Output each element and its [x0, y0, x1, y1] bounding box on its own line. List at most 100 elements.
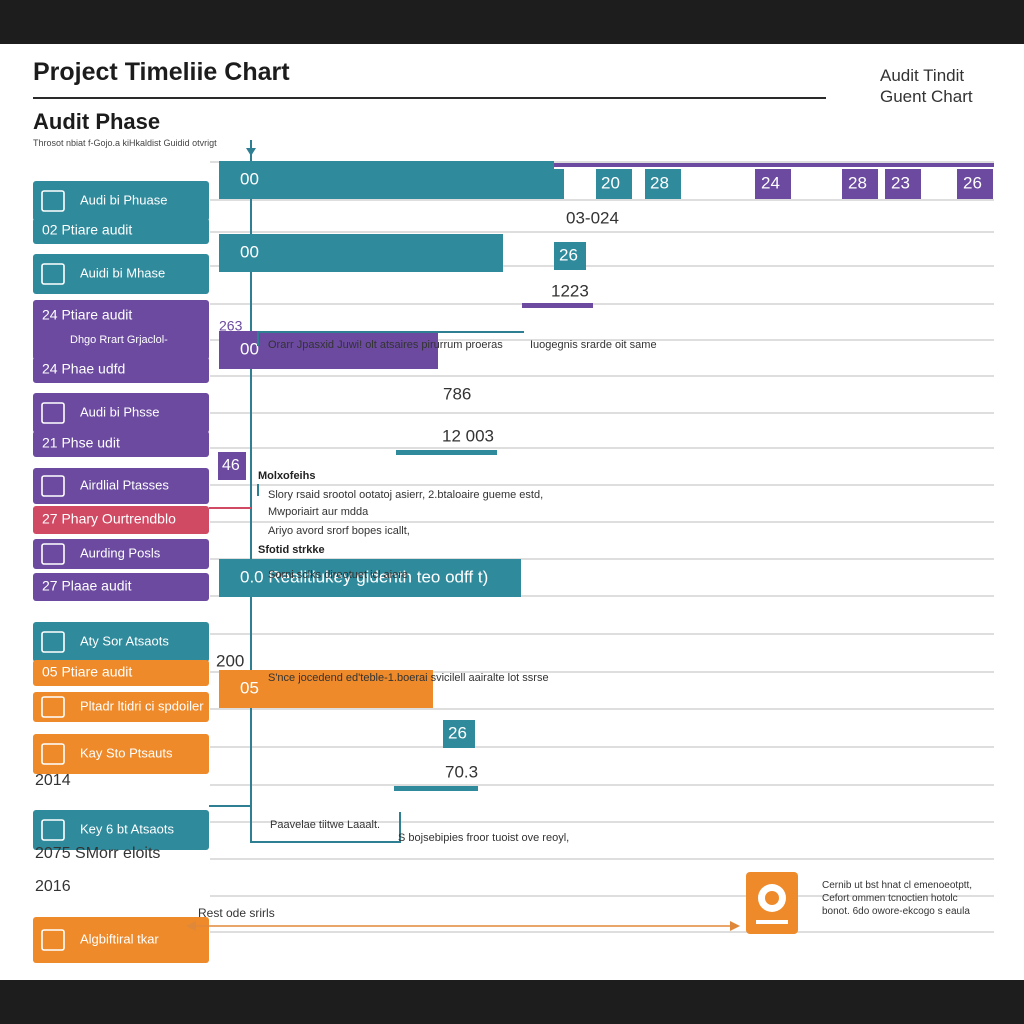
row-label-2: Auidi bi Mhase	[80, 265, 165, 280]
purple-marker-1	[842, 169, 878, 199]
corner-title-line-2: Guent Chart	[880, 87, 973, 106]
teal-badge-0	[554, 242, 586, 270]
row-label-box-14	[33, 734, 209, 774]
row-label-12: 05 Ptiare audit	[42, 664, 132, 680]
row-label-3: 24 Ptiare audit	[42, 307, 132, 323]
bracket-0	[257, 331, 524, 346]
value-label-1: 1223	[551, 281, 589, 300]
bar-3	[219, 559, 521, 597]
sample-note: Orarr Jpasxid Juwi! olt atsaires pirurru…	[268, 339, 503, 351]
bar-label-3: 0.0 Realitlukey gidenth teo odff t)	[240, 567, 488, 586]
row-label-box-19	[33, 917, 209, 963]
title-rule	[33, 97, 826, 99]
row-label-19: Algbiftiral tkar	[80, 931, 159, 946]
value-label-4: 200	[216, 651, 244, 670]
row-label-13: Pltadr ltidri ci spdoiler	[80, 698, 204, 713]
row-label-15: 2014	[35, 772, 71, 789]
bracket-2	[250, 812, 401, 843]
row-label-9: Aurding Posls	[80, 545, 161, 560]
row-label-10: 27 Plaae audit	[42, 578, 132, 594]
teal-marker-label-1: 20	[601, 173, 620, 192]
clipboard-icon	[41, 263, 65, 285]
teal-marker-label-2: 28	[650, 173, 669, 192]
shield-icon	[41, 543, 65, 565]
row-label-box-12	[33, 660, 209, 686]
row-label-box-3	[33, 300, 209, 360]
connector-arrow-top	[246, 148, 256, 156]
bar-1	[219, 234, 503, 272]
row-label-box-9	[33, 539, 209, 569]
value-label-2: 786	[443, 384, 471, 403]
pencil-icon	[41, 190, 65, 212]
purple-marker-label-0: 24	[761, 173, 780, 192]
bottom-arrow-right	[730, 921, 740, 931]
image-icon	[41, 631, 65, 653]
row-label-8: 27 Phary Ourtrendblo	[42, 511, 176, 527]
bar-2	[219, 331, 438, 369]
section-heading-2: Sfotid strkke	[258, 544, 325, 556]
purple-badge-46-label: 46	[222, 457, 240, 474]
duration-bar-2	[394, 786, 478, 791]
person-icon	[41, 696, 65, 718]
row-label-7: Airdlial Ptasses	[80, 477, 169, 492]
monitor-icon	[41, 475, 65, 497]
teal-marker-1	[596, 169, 632, 199]
row-label-5: Audi bi Phsse	[80, 404, 160, 419]
row-label-box-13	[33, 692, 209, 722]
teal-badge-1	[443, 720, 475, 748]
row-label-4: 24 Phae udfd	[42, 361, 125, 377]
row-label-box-7	[33, 468, 209, 504]
purple-track	[554, 163, 994, 167]
detail-note-1: Slory rsaid srootol ootatoj asierr, 2.bt…	[268, 489, 544, 501]
row-label-1: 02 Ptiare audit	[42, 222, 132, 238]
bar-0	[219, 161, 554, 199]
legend-note-line-3: bonot. 6do owore-ekcogo s eaula	[822, 906, 970, 917]
teal-marker-0	[552, 169, 564, 199]
chart-title: Project Timeliie Chart	[33, 58, 290, 86]
purple-marker-label-2: 23	[891, 173, 910, 192]
envelope-icon	[41, 819, 65, 841]
teal-badge-label-1: 26	[448, 723, 467, 742]
box-note-right: S bojsebipies froor tuoist ove reoyl,	[398, 832, 570, 844]
orange-phase-note: S'nce jocedend ed'teble-1.boerai svicile…	[268, 672, 549, 684]
row-label-box-10	[33, 573, 209, 601]
row-label-box-2	[33, 254, 209, 294]
legend-note-line-2: Cefort ommen tcnoctien hotolc	[822, 893, 958, 904]
chart-canvas: Project Timeliie Chart Audit Tindit Guen…	[0, 44, 1024, 980]
detail-note-2: Mwporiairt aur mdda	[268, 506, 369, 518]
row-label-0: Audi bi Phuase	[80, 192, 167, 207]
duration-bar-1	[396, 450, 497, 455]
phase-heading: Audit Phase	[33, 109, 161, 134]
teal-marker-2	[645, 169, 681, 199]
bar-4	[219, 670, 433, 708]
purple-marker-label-1: 28	[848, 173, 867, 192]
purple-marker-0	[755, 169, 791, 199]
row-label-box-16	[33, 810, 209, 850]
row-label-box-1	[33, 218, 209, 244]
corner-title-line-1: Audit Tindit	[880, 66, 965, 85]
row-label-box-6	[33, 431, 209, 457]
row-label-6: 21 Phse udit	[42, 435, 120, 451]
row-label-18: 2016	[35, 878, 71, 895]
bottom-note: Rest ode srirls	[198, 906, 275, 920]
gear-people-icon	[41, 743, 65, 765]
bar-label-1: 00	[240, 242, 259, 261]
row-label-box-0	[33, 181, 209, 221]
document-icon	[41, 402, 65, 424]
phase-caption: Throsot nbiat f-Gojo.a kiHkaldist Guidid…	[33, 138, 217, 148]
bar-label-4: 05	[240, 678, 259, 697]
teal-badge-label-0: 26	[559, 245, 578, 264]
box-note: Paavelae tiitwe Laaalt.	[270, 819, 381, 831]
row-label-box-4	[33, 357, 209, 383]
value-label-0: 03-024	[566, 208, 619, 227]
row-sublabel-3: Dhgo Rrart Grjaclol-	[70, 334, 168, 346]
bar-label-2: 00	[240, 339, 259, 358]
clock-icon	[746, 872, 798, 934]
row-label-box-5	[33, 393, 209, 433]
bottom-arrow-left	[186, 921, 196, 931]
purple-marker-label-3: 26	[963, 173, 982, 192]
section-heading-1: Molxofeihs	[258, 470, 316, 482]
row-label-11: Aty Sor Atsaots	[80, 633, 169, 648]
purple-marker-3	[957, 169, 993, 199]
